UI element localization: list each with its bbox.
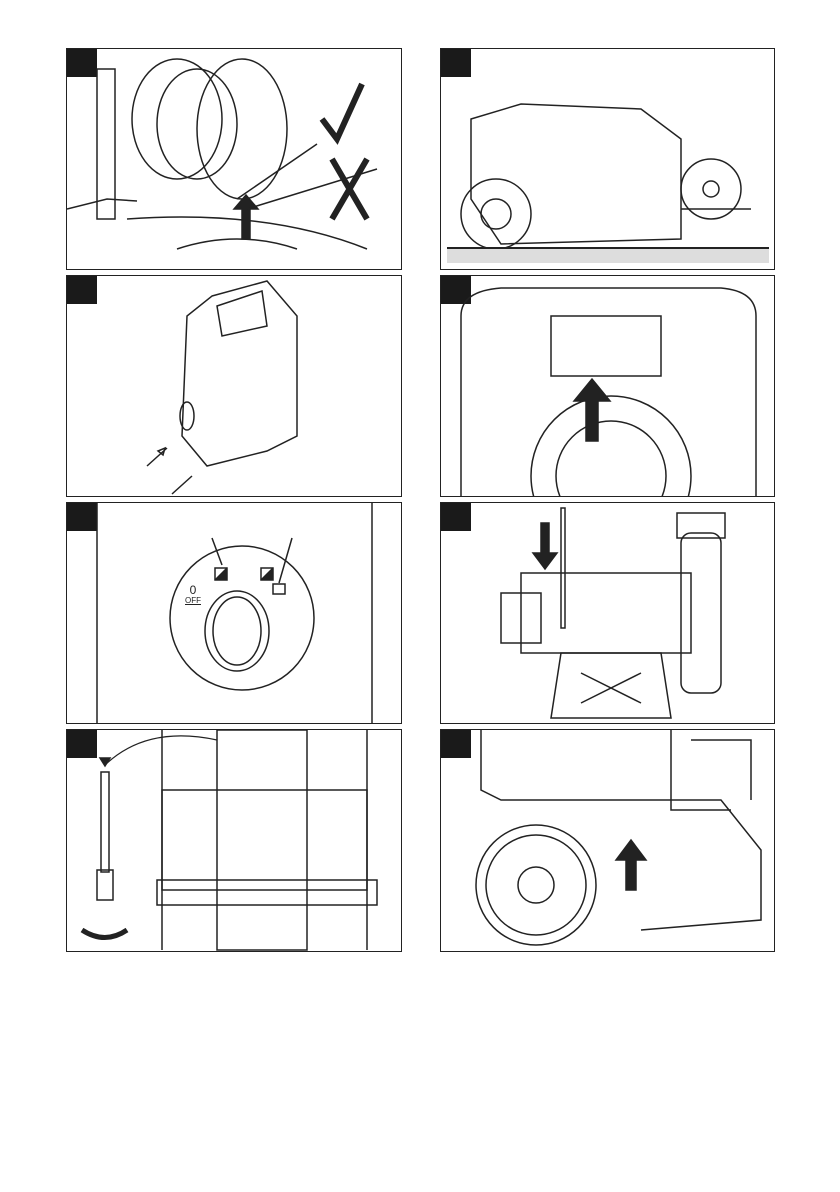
illustration-panel-3 [66,275,402,497]
dial-off-label: OFF [185,596,201,605]
tank-illustration [460,287,757,496]
pointer-arrow-icon [171,475,193,495]
panel-number-tag [441,503,471,531]
panel-number-tag [441,276,471,304]
panel-number-tag [67,503,97,531]
illustration-panel-1 [66,48,402,270]
panel-number-tag [67,276,97,304]
panel-number-tag [441,49,471,77]
illustration-panel-2 [440,48,775,270]
illustration-panel-7 [66,729,402,952]
cover-illustration [146,280,298,495]
selector-dial-illustration [96,503,373,723]
mode-icon-high [260,567,274,581]
cross-mark-icon [329,157,370,221]
check-mark-icon [319,82,365,145]
down-arrow-icon [531,522,559,571]
hose-reel-illustration [67,58,378,250]
illustration-panel-5: 0 OFF [66,502,402,724]
pump-illustration [500,507,726,719]
up-arrow-icon [614,838,648,891]
panel-number-tag [441,730,471,758]
dial-zero-label: 0 [189,583,197,597]
wheel-side-illustration [475,730,762,946]
mode-icon-low [214,567,228,581]
unit-lying-illustration [447,103,769,263]
mode-icon-spray [272,583,286,595]
pointer-arrow-icon [146,446,168,467]
illustration-panel-6 [440,502,775,724]
illustration-panel-8 [440,729,775,952]
rotate-arrow-icon [80,927,129,940]
up-arrow-icon [232,193,260,240]
nozzle-cleaning-illustration [80,730,378,951]
panel-number-tag [67,730,97,758]
up-arrow-icon [572,377,612,442]
panel-number-tag [67,49,97,77]
illustration-panel-4 [440,275,775,497]
